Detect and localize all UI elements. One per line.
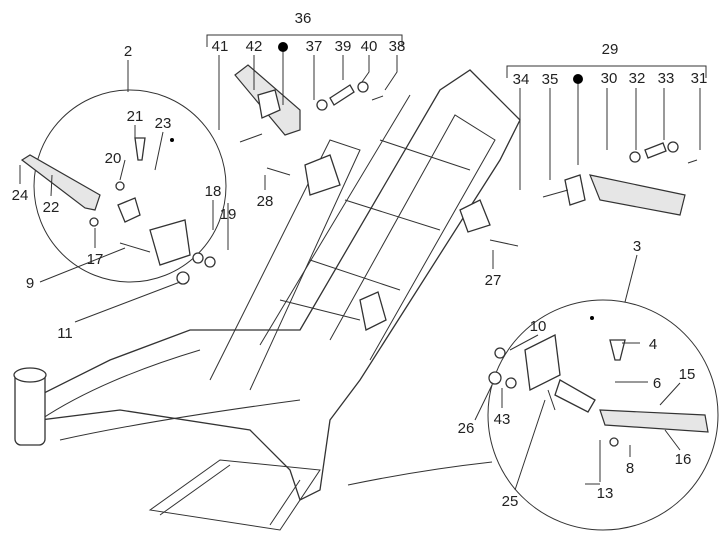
dot-marker (573, 74, 583, 84)
callout-23: 23 (155, 115, 172, 132)
callout-21: 21 (127, 108, 144, 125)
callout-13: 13 (597, 485, 614, 502)
callout-42: 42 (246, 38, 263, 55)
callout-4: 4 (649, 336, 657, 353)
callout-2: 2 (124, 43, 132, 60)
footrest-29 (489, 141, 698, 247)
callout-41: 41 (212, 38, 229, 55)
callout-29: 29 (602, 41, 619, 58)
callout-25: 25 (502, 493, 519, 510)
callout-22: 22 (43, 199, 60, 216)
scooter-frame (13, 69, 521, 531)
callout-35: 35 (542, 71, 559, 88)
callout-20: 20 (105, 150, 122, 167)
footrest-36 (234, 64, 384, 176)
detail-circle-right (487, 299, 719, 531)
callout-16: 16 (675, 451, 692, 468)
leaders (19, 52, 701, 491)
callout-11: 11 (57, 325, 73, 342)
callout-9: 9 (26, 275, 34, 292)
callout-17: 17 (87, 251, 104, 268)
callout-36: 36 (295, 10, 312, 27)
callout-31: 31 (691, 70, 708, 87)
dot-marker (170, 138, 174, 142)
callout-15: 15 (679, 366, 696, 383)
callout-34: 34 (513, 71, 530, 88)
bracket-29 (506, 65, 707, 78)
bracket-36 (206, 34, 403, 47)
callout-32: 32 (629, 70, 646, 87)
callout-40: 40 (361, 38, 378, 55)
left-footrest-detail (20, 137, 216, 285)
callout-10: 10 (530, 318, 547, 335)
callout-37: 37 (306, 38, 323, 55)
callout-26: 26 (458, 420, 475, 437)
leader-right-circle (347, 461, 493, 486)
callout-24: 24 (12, 187, 29, 204)
leader-3 (624, 254, 638, 303)
callout-43: 43 (494, 411, 511, 428)
callout-19: 19 (220, 206, 237, 223)
right-footrest-detail (488, 334, 709, 447)
callout-8: 8 (626, 460, 634, 477)
callout-39: 39 (335, 38, 352, 55)
callout-27: 27 (485, 272, 502, 289)
callout-30: 30 (601, 70, 618, 87)
callout-labels: 36 2 41 42 37 39 40 38 29 34 35 30 32 33… (12, 10, 708, 510)
callout-18: 18 (205, 183, 222, 200)
callout-6: 6 (653, 375, 661, 392)
detail-circle-left (33, 89, 227, 283)
callout-28: 28 (257, 193, 274, 210)
callout-3: 3 (633, 238, 641, 255)
callout-33: 33 (658, 70, 675, 87)
dot-marker (590, 316, 594, 320)
callout-38: 38 (389, 38, 406, 55)
dot-marker (278, 42, 288, 52)
